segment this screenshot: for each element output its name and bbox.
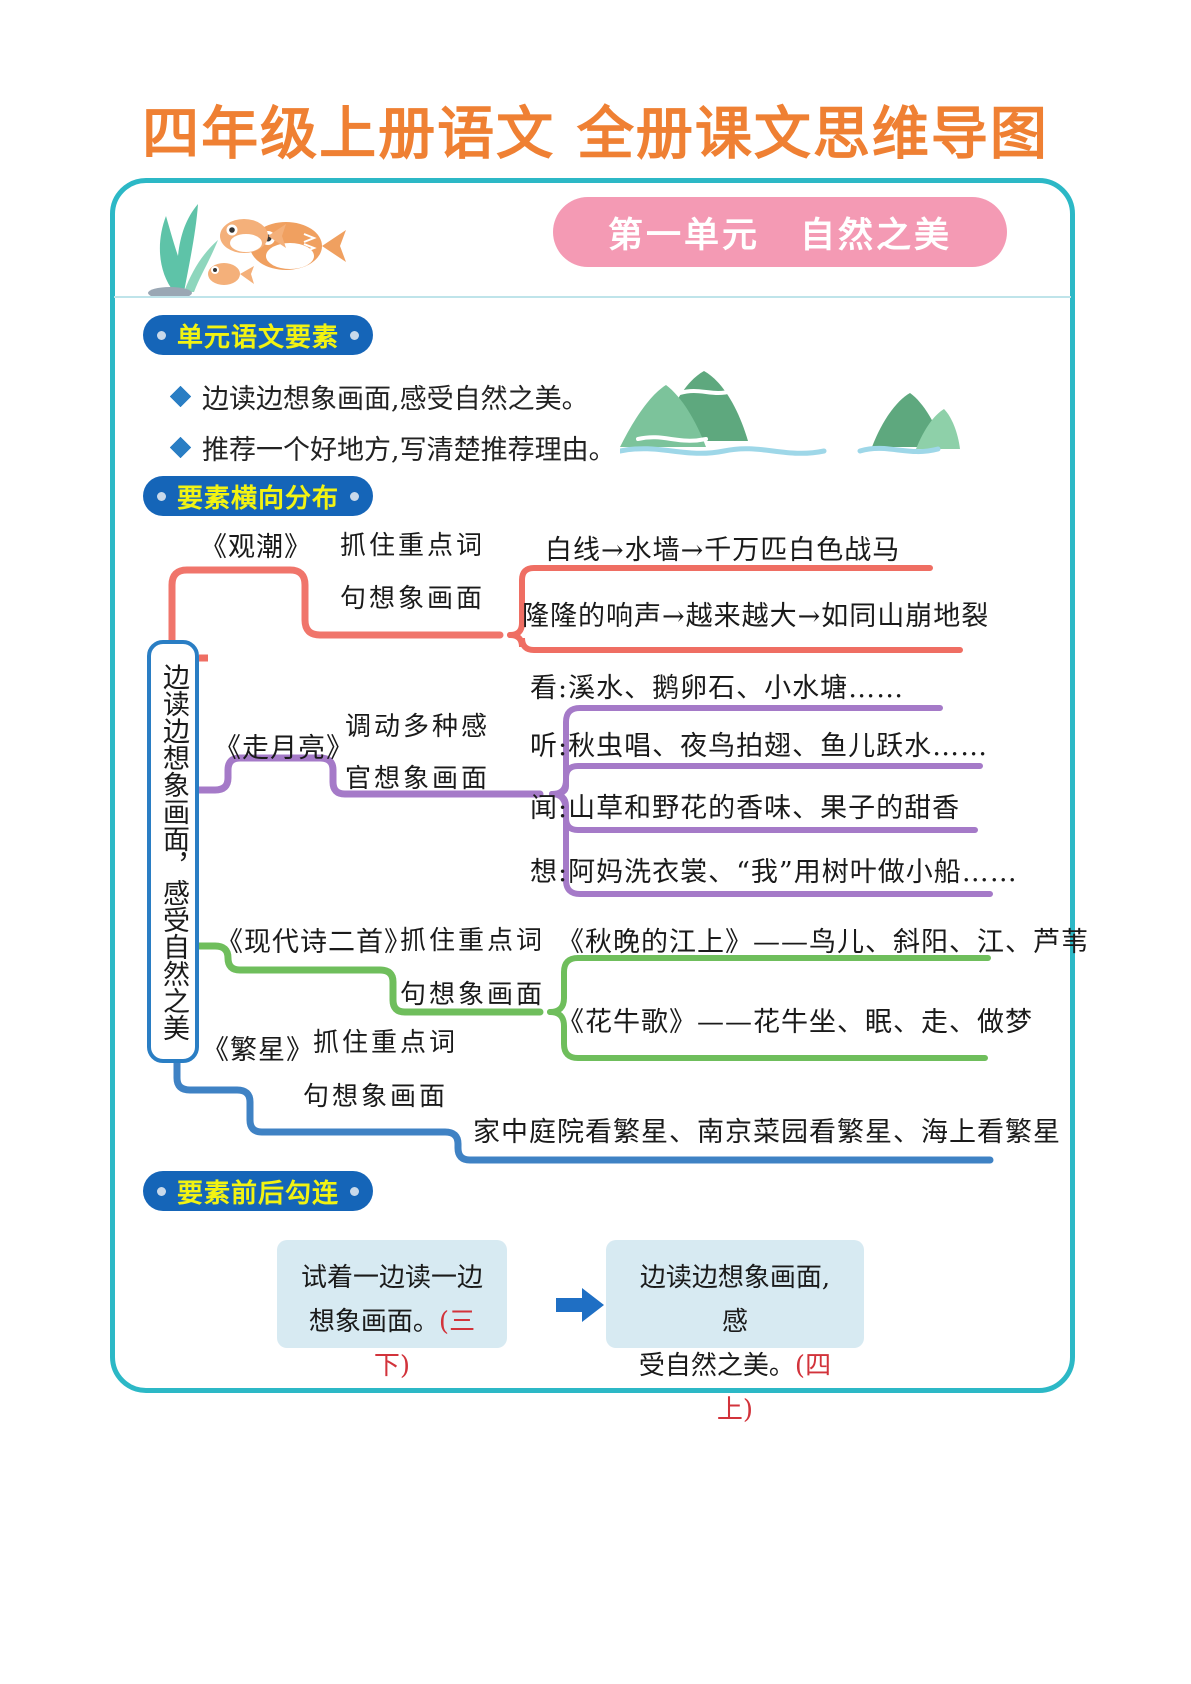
linkage-prev-line1: 试着一边读一边 (300, 1263, 483, 1293)
unit-theme: 自然之美 (800, 215, 953, 256)
linkage-box-previous: 试着一边读一边 想象画面。(三下) (277, 1240, 507, 1381)
branch-3-method-line2: 句想象画面 (303, 1082, 449, 1112)
section-label-horizontal-text: 要素横向分布 (177, 483, 340, 514)
branch-2-method-line2: 句想象画面 (400, 980, 546, 1010)
mountain-water-icon (620, 371, 960, 456)
mindmap-root-box (147, 640, 199, 1063)
section-label-elements: 单元语文要素 (143, 315, 374, 355)
branch-1-leaf-2: 闻:山草和野花的香味、果子的甜香 (530, 793, 961, 824)
branch-2-title: 《现代诗二首》 (216, 927, 412, 958)
pill-dot-right (350, 1186, 360, 1196)
diamond-bullet-icon (169, 436, 192, 459)
linkage-curr-line1: 边读边想象画面,感 (639, 1263, 831, 1337)
branch-0-leaf-0: 白线→水墙→千万匹白色战马 (545, 535, 901, 566)
linkage-curr-line2-text: 受自然之美。 (638, 1351, 795, 1381)
branch-1-method-line2: 官想象画面 (345, 764, 491, 794)
pill-dot-right (350, 330, 360, 340)
pill-dot-right (350, 491, 360, 501)
linkage-prev-grade: (三下) (373, 1307, 476, 1381)
branch-2-leaf-1: 《花牛歌》——花牛坐、眠、走、做梦 (557, 1007, 1033, 1038)
pill-dot-left (157, 330, 166, 340)
section-label-elements-text: 单元语文要素 (177, 322, 340, 353)
pill-dot-left (157, 1186, 166, 1196)
element-bullet-0: 边读边想象画面,感受自然之美。 (169, 377, 589, 416)
branch-1-leaf-1: 听:秋虫唱、夜鸟拍翅、鱼儿跃水…… (530, 731, 989, 762)
linkage-curr-line2: 受自然之美。(四上) (628, 1344, 842, 1432)
linkage-curr-grade: (四上) (716, 1351, 832, 1425)
diamond-bullet-icon (169, 385, 192, 408)
unit-banner: 第一单元 自然之美 (553, 197, 1007, 267)
branch-0-method-line1: 抓住重点词 (340, 531, 486, 561)
branch-1-method-line1: 调动多种感 (345, 712, 491, 742)
branch-1-title: 《走月亮》 (214, 733, 354, 764)
branch-0-leaf-1: 隆隆的响声→越来越大→如同山崩地裂 (522, 601, 990, 632)
fish-seaweed-icon (148, 204, 346, 296)
branch-0-method-line2: 句想象画面 (340, 584, 486, 614)
section-label-linkage-text: 要素前后勾连 (177, 1178, 340, 1209)
linkage-prev-line2: 想象画面。(三下) (299, 1300, 485, 1388)
branch-1-leaf-0: 看:溪水、鹅卵石、小水塘…… (530, 673, 905, 704)
branch-0-title: 《观潮》 (200, 532, 312, 563)
pill-dot-left (157, 491, 166, 501)
branch-3-title: 《繁星》 (202, 1035, 314, 1066)
element-bullet-1-text: 推荐一个好地方,写清楚推荐理由。 (202, 435, 616, 466)
header-divider (114, 296, 1071, 298)
branch-2-method-line1: 抓住重点词 (400, 926, 546, 956)
unit-number: 第一单元 (607, 215, 760, 256)
branch-3-method-line1: 抓住重点词 (313, 1028, 459, 1058)
linkage-box-current: 边读边想象画面,感 受自然之美。(四上) (606, 1240, 864, 1425)
section-label-linkage: 要素前后勾连 (143, 1171, 374, 1211)
branch-1-leaf-3: 想:阿妈洗衣裳、“我”用树叶做小船…… (530, 857, 1018, 888)
arrow-right-icon (556, 1288, 604, 1322)
page-title: 四年级上册语文 全册课文思维导图 (142, 101, 1049, 167)
element-bullet-0-text: 边读边想象画面,感受自然之美。 (202, 384, 589, 415)
section-label-horizontal: 要素横向分布 (143, 476, 374, 516)
branch-3-leaf-0: 家中庭院看繁星、南京菜园看繁星、海上看繁星 (473, 1117, 1061, 1148)
mindmap-root-text: 边读边想象画面，感受自然之美 (158, 662, 189, 1041)
branch-2-leaf-0: 《秋晚的江上》——鸟儿、斜阳、江、芦苇 (557, 927, 1089, 958)
element-bullet-1: 推荐一个好地方,写清楚推荐理由。 (169, 428, 616, 467)
linkage-prev-line2-text: 想象画面。 (308, 1307, 439, 1337)
